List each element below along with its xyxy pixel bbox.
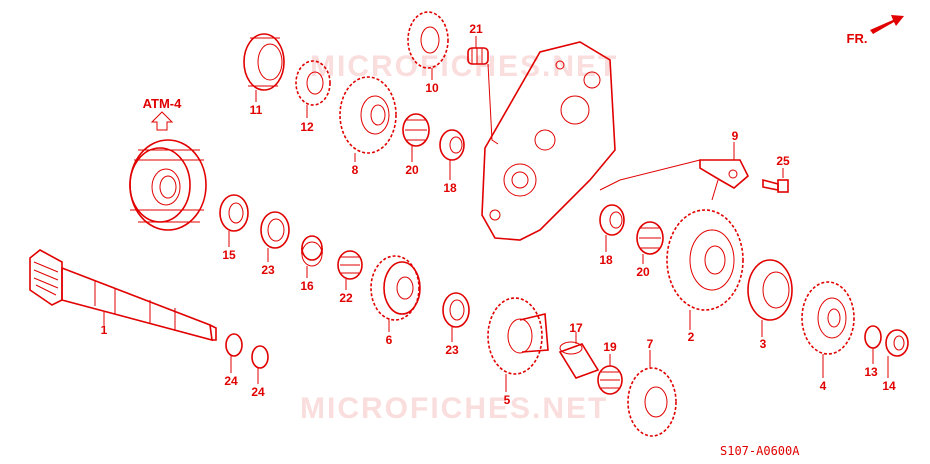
mainshaft [29,249,217,342]
part-24-washers [225,333,269,369]
leader-lines [103,36,889,392]
callout-16: 16 [300,279,314,293]
callout-1: 1 [101,323,108,337]
part-21-bearing [467,47,489,65]
callout-4: 4 [820,379,827,393]
part-9-bracket [699,159,749,201]
part-18-lower-collar [599,204,625,236]
callout-22: 22 [339,291,353,305]
part-20-upper-bearing [402,113,430,147]
callout-11: 11 [250,103,263,117]
part-2-gear [666,209,744,311]
callout-18-lower: 18 [599,253,613,267]
callout-20-lower: 20 [636,265,650,279]
callout-24-left: 24 [224,374,238,388]
part-6-gear [370,255,421,321]
part-25-bolt [762,178,789,193]
part-12-gear [295,60,331,106]
part-19-bearing [597,365,623,395]
callout-25: 25 [776,154,790,168]
part-5-gear [487,297,549,375]
atm4-reference: ATM-4 [143,96,183,131]
part-16-collar [301,235,323,267]
callout-19: 19 [603,340,617,354]
part-14-nut [885,329,909,357]
part-10-gear [407,11,449,69]
callout-24-right: 24 [251,385,265,399]
front-label: FR. [847,31,868,46]
callout-9: 9 [732,129,739,143]
clutch-drum [129,139,207,231]
callout-labels: 1 2 3 4 5 6 7 8 9 10 11 12 13 14 15 16 1… [101,22,896,407]
part-17-sleeve [558,341,600,379]
watermark-bottom: MICROFICHES.NET [300,392,608,425]
part-22-bearing [337,250,363,280]
front-direction-arrow: FR. [847,15,904,46]
part-15-washer [219,194,249,232]
part-8-gear [339,76,397,154]
part-3-bearing [747,259,793,321]
callout-21: 21 [469,22,483,36]
callout-7: 7 [647,337,654,351]
callout-8: 8 [352,163,359,177]
part-18-upper-collar [439,129,465,161]
part-11-bearing [243,33,285,91]
part-4-gear [801,281,855,355]
callout-23-left: 23 [261,263,275,277]
callout-15: 15 [222,248,236,262]
part-23-left-bearing [260,211,290,249]
callout-12: 12 [300,120,314,134]
callout-2: 2 [688,330,695,344]
watermark-top: MICROFICHES.NET [310,50,618,83]
part-7-gear [627,367,677,437]
part-13-washer [864,325,882,349]
callout-20-upper: 20 [405,163,419,177]
callout-17: 17 [569,321,583,335]
callout-14: 14 [882,379,896,393]
callout-6: 6 [386,333,393,347]
part-20-lower-bearing [636,221,664,255]
drawing-code: S107-A0600A [720,444,800,458]
callout-10: 10 [425,81,439,95]
part-23-center-bearing [442,292,470,328]
callout-23-center: 23 [445,343,459,357]
callout-18-upper: 18 [443,181,457,195]
reference-label: ATM-4 [143,96,183,111]
callout-13: 13 [864,365,878,379]
callout-3: 3 [760,337,767,351]
callout-5: 5 [504,393,511,407]
case-cover [481,41,616,241]
